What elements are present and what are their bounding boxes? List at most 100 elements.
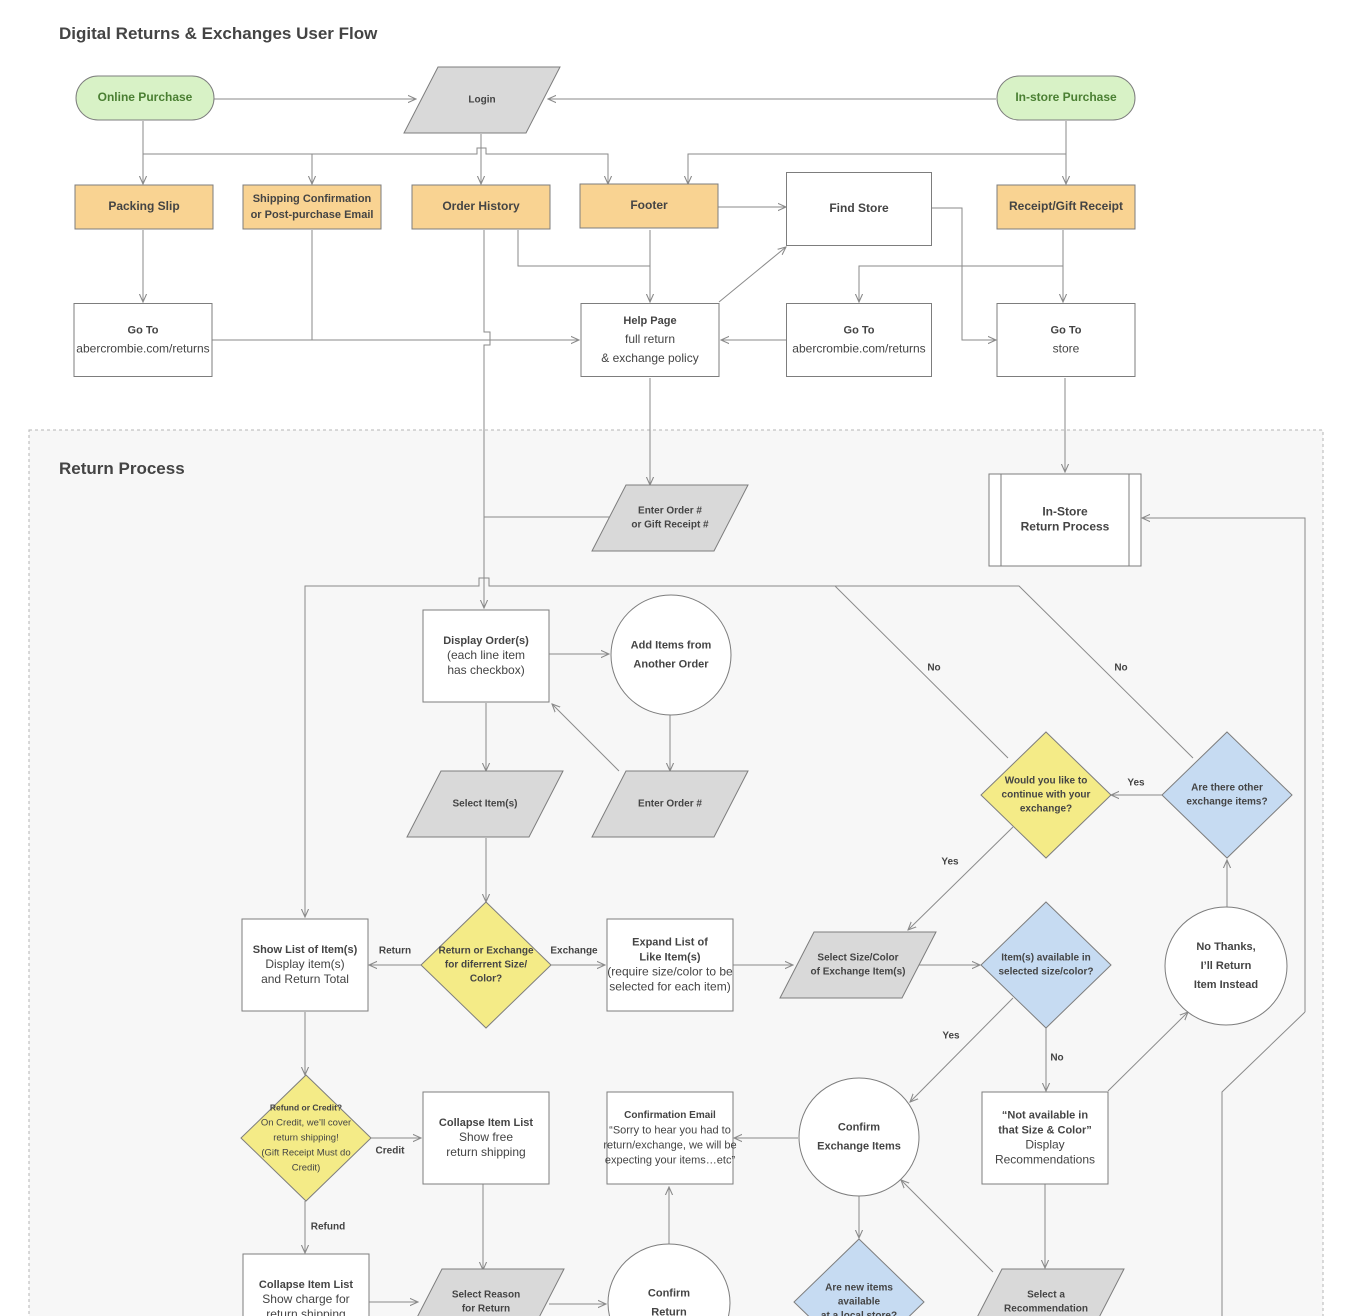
connector-8: [688, 153, 1066, 184]
edge-label-refund: Refund: [311, 1222, 345, 1233]
node-text: Expand List of: [632, 936, 708, 948]
decision-diamond: [980, 731, 1112, 859]
connector-16: [718, 247, 786, 303]
node-text: Select Reason: [452, 1290, 520, 1301]
node-text: Collapse Item List: [439, 1117, 533, 1129]
node-text: Show charge for: [262, 1292, 349, 1306]
node-text: Shipping Confirmation: [253, 193, 372, 205]
node-login: Login: [403, 66, 561, 134]
node-text: at a local store?: [821, 1311, 897, 1316]
input-parallelogram: [977, 1268, 1125, 1316]
node-text: Receipt/Gift Receipt: [1009, 199, 1123, 213]
node-selectitems: Select Item(s): [406, 770, 564, 838]
node-availq: Item(s) available in selected size/color?: [980, 901, 1112, 1029]
node-text: No Thanks,: [1196, 941, 1255, 953]
connector-27: [835, 585, 1194, 759]
connector-42: [1107, 1012, 1188, 1092]
node-text: or Post-purchase Email: [251, 209, 374, 221]
node-text: full return: [625, 332, 675, 346]
node-text: Would you like to: [1005, 776, 1088, 787]
input-parallelogram: [417, 1268, 565, 1316]
node-showlist: Show List of Item(s)Display item(s)and R…: [241, 918, 369, 1012]
node-text: has checkbox): [447, 663, 524, 677]
edge-label-yes3: Yes: [942, 1031, 960, 1042]
process-box: [241, 918, 369, 1012]
node-enterorder: Enter Order #or Gift Receipt #: [591, 484, 749, 552]
process-box: [422, 1091, 550, 1185]
node-text: I’ll Return: [1201, 960, 1252, 972]
input-parallelogram: [779, 931, 937, 999]
node-orderhist: Order History: [411, 184, 551, 230]
node-text: Find Store: [829, 201, 889, 215]
node-text: and Return Total: [261, 972, 349, 986]
node-text: Color?: [470, 974, 502, 985]
node-text: Display Order(s): [443, 635, 529, 647]
node-text: Credit): [292, 1163, 321, 1174]
input-parallelogram: [406, 770, 564, 838]
terminal-pill: [996, 75, 1136, 121]
node-goto2: Go To abercrombie.com/returns: [786, 303, 932, 377]
node-instore: In-store Purchase: [996, 75, 1136, 121]
node-text: return/exchange, we will be: [603, 1139, 736, 1151]
node-findstore: Find Store: [786, 172, 932, 246]
connector-circle: [607, 1243, 731, 1316]
node-text: store: [1053, 342, 1080, 356]
node-text: Collapse Item List: [259, 1279, 353, 1291]
node-text: expecting your items…etc”: [605, 1154, 736, 1166]
node-confemail: Confirmation Email“Sorry to hear you had…: [603, 1091, 737, 1185]
node-shipconf: Shipping Confirmation or Post-purchase Em…: [242, 184, 382, 230]
decision-diamond: [420, 901, 552, 1029]
connector-53: [901, 1180, 994, 1273]
node-text: selected size/color?: [998, 967, 1093, 978]
connector-circle: [610, 594, 732, 716]
node-text: Recommendation: [1004, 1304, 1088, 1315]
node-text: abercrombie.com/returns: [792, 342, 925, 356]
connector-39: [908, 826, 1014, 930]
process-box: [996, 184, 1136, 230]
node-text: Go To: [844, 324, 875, 336]
node-text: (each line item: [447, 648, 525, 662]
node-text: Like Item(s): [639, 951, 700, 963]
input-parallelogram: [591, 484, 749, 552]
node-receipt: Receipt/Gift Receipt: [996, 184, 1136, 230]
node-text: Help Page: [623, 315, 676, 327]
process-box: [981, 1091, 1109, 1185]
process-box: [242, 184, 382, 230]
node-text: Another Order: [633, 658, 709, 670]
node-text: Login: [468, 95, 495, 106]
connector-19: [859, 265, 1063, 302]
node-text: Recommendations: [995, 1153, 1095, 1167]
connector-circle: [798, 1077, 920, 1197]
node-text: Display: [1025, 1138, 1064, 1152]
node-newitemsq: Are new itemsavailableat a local store?: [793, 1238, 925, 1316]
decision-diamond: [793, 1238, 925, 1316]
node-text: Show List of Item(s): [253, 944, 358, 956]
node-text: Footer: [630, 198, 668, 212]
node-text: Enter Order #: [638, 799, 702, 810]
connector-circle: [1164, 906, 1288, 1026]
return-process-title: Return Process: [59, 459, 185, 478]
node-text: return shipping: [446, 1145, 525, 1159]
edge-label-yes2: Yes: [941, 857, 959, 868]
node-text: exchange?: [1020, 804, 1072, 815]
decision-diamond: [980, 901, 1112, 1029]
decision-diamond: [1161, 731, 1293, 859]
node-text: available: [838, 1297, 881, 1308]
process-box: [606, 1091, 734, 1185]
node-text: Select Size/Color: [817, 953, 898, 964]
node-text: Item(s) available in: [1001, 953, 1090, 964]
edge-label-no3: No: [1050, 1053, 1063, 1064]
node-text: & exchange policy: [601, 351, 698, 365]
node-text: “Not available in: [1002, 1109, 1088, 1121]
node-text: selected for each item): [609, 980, 730, 994]
node-text: Return: [651, 1306, 687, 1316]
